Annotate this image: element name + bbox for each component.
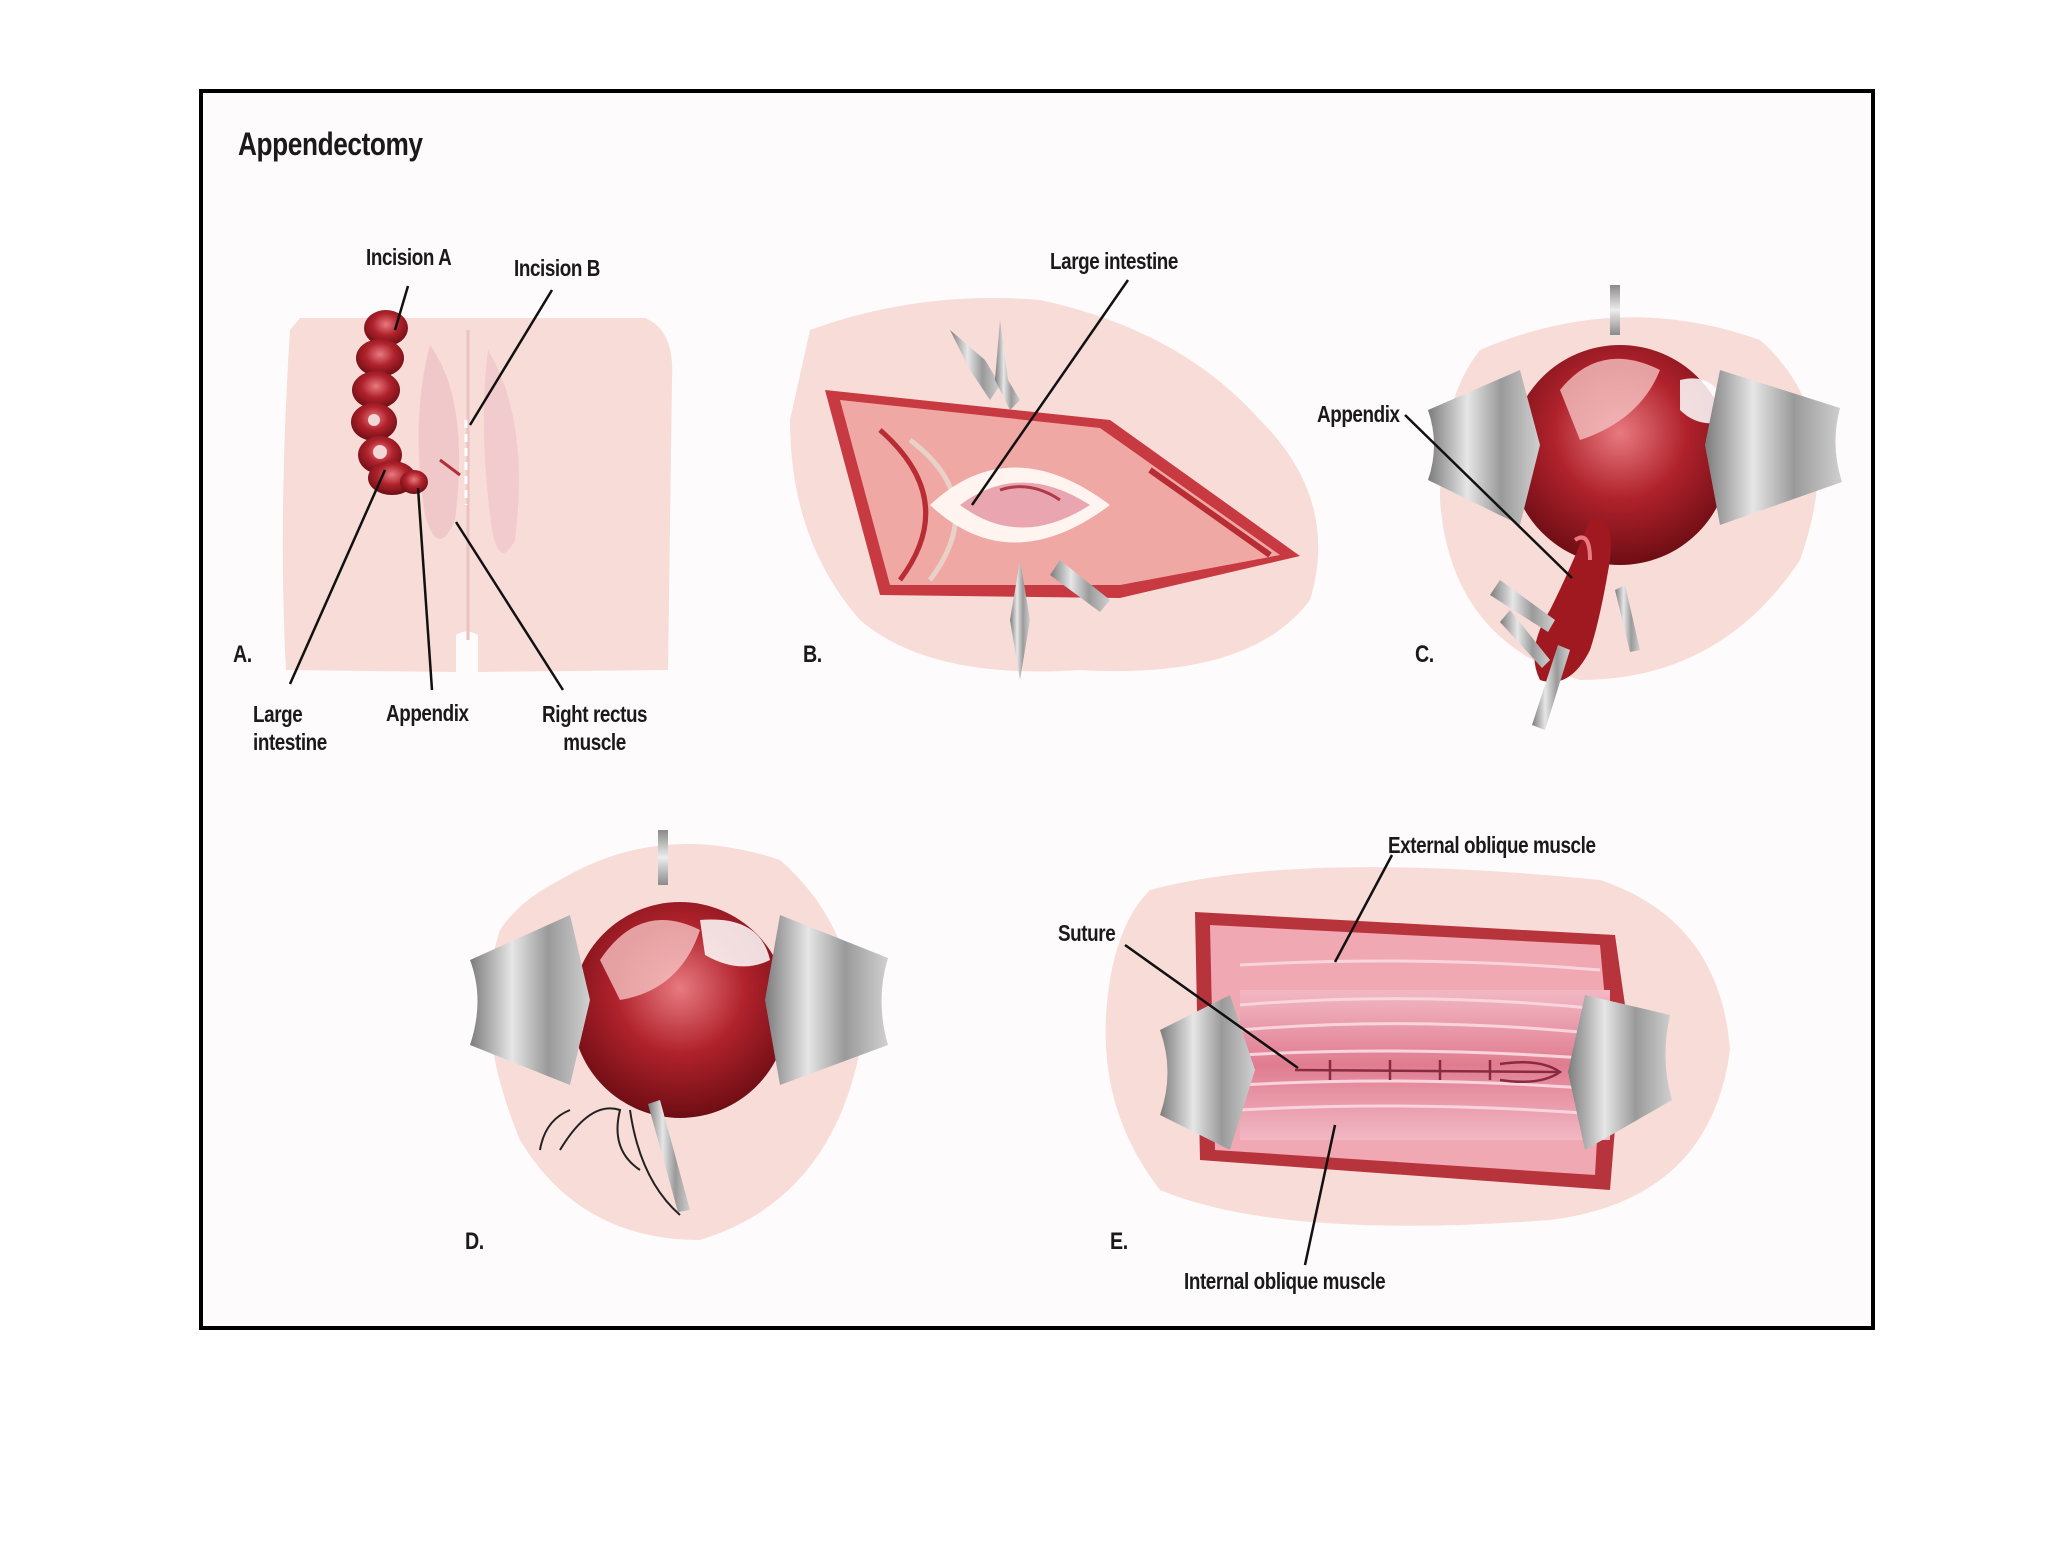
panel-letter-a: A. <box>233 641 252 668</box>
panel-c-illustration <box>1404 285 1842 730</box>
panel-letter-b: B. <box>803 641 822 668</box>
label-right-rectus-muscle: Right rectus muscle <box>542 701 648 755</box>
panel-b-illustration <box>790 279 1319 680</box>
panel-letter-d: D. <box>465 1228 484 1255</box>
label-internal-oblique-muscle: Internal oblique muscle <box>1184 1268 1386 1294</box>
panel-a-illustration <box>282 285 673 691</box>
panel-e-illustration <box>1105 854 1730 1266</box>
label-appendix-a: Appendix <box>386 700 469 726</box>
label-appendix-c: Appendix <box>1317 401 1400 427</box>
label-suture: Suture <box>1058 920 1116 946</box>
figure-title: Appendectomy <box>238 126 423 162</box>
label-incision-b: Incision B <box>514 255 601 281</box>
label-large-intestine-b: Large intestine <box>1050 248 1179 274</box>
panel-letter-c: C. <box>1415 641 1434 668</box>
label-large-intestine-a: Large intestine <box>253 701 327 755</box>
label-external-oblique-muscle: External oblique muscle <box>1388 832 1596 858</box>
label-incision-a: Incision A <box>366 244 452 270</box>
panel-d-illustration <box>470 830 888 1240</box>
panel-letter-e: E. <box>1110 1228 1128 1255</box>
